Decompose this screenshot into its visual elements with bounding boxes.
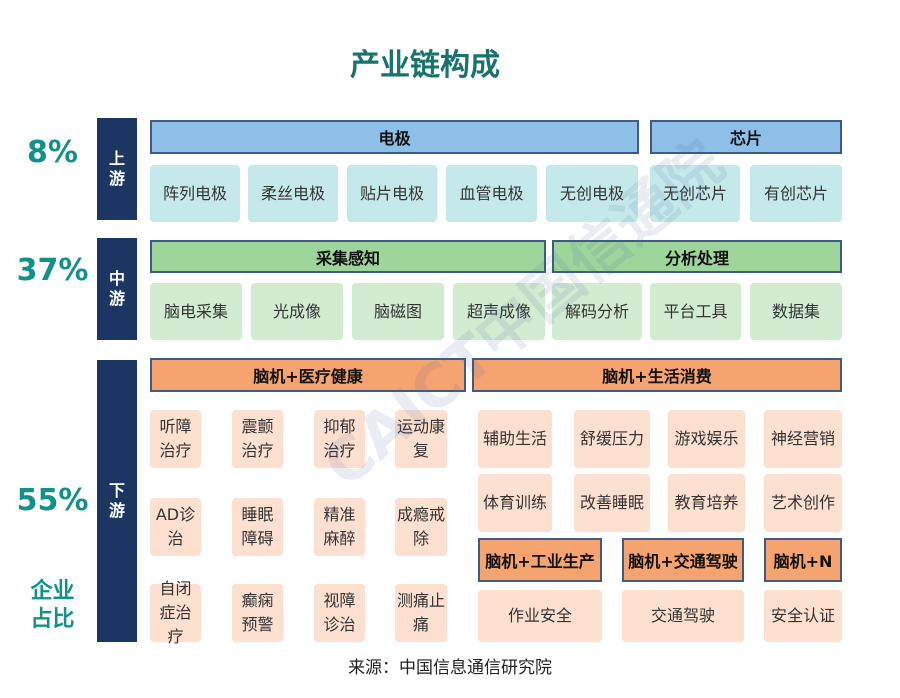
medical-item: 抑郁治疗	[314, 410, 365, 468]
header-industry: 脑机+工业生产	[478, 538, 602, 582]
life-item: 艺术创作	[764, 474, 842, 532]
upstream-percent: 8%	[27, 134, 78, 170]
medical-item: 听障治疗	[150, 410, 201, 468]
medical-item: 震颤治疗	[232, 410, 283, 468]
header-analysis: 分析处理	[552, 240, 842, 273]
header-chip: 芯片	[650, 120, 842, 154]
header-traffic: 脑机+交通驾驶	[622, 538, 744, 582]
life-item: 教育培养	[668, 474, 745, 532]
header-medical: 脑机+医疗健康	[150, 358, 466, 392]
source-note: 来源：中国信息通信研究院	[348, 657, 552, 678]
upstream-label: 上 游	[97, 118, 137, 220]
life-item: 舒缓压力	[574, 410, 650, 468]
traffic-item: 交通驾驶	[622, 590, 744, 642]
medical-item: 自闭症治疗	[150, 579, 201, 646]
upstream-item: 有创芯片	[750, 165, 842, 222]
downstream-label: 下 游	[97, 360, 137, 642]
midstream-item: 解码分析	[552, 283, 642, 340]
upstream-item: 贴片电极	[347, 165, 437, 222]
midstream-item: 超声成像	[453, 283, 545, 340]
midstream-percent: 37%	[16, 252, 89, 288]
page-title: 产业链构成	[350, 48, 500, 83]
upstream-item: 血管电极	[446, 165, 537, 222]
upstream-item: 柔丝电极	[248, 165, 338, 222]
medical-item: 睡眠障碍	[232, 498, 283, 556]
midstream-item: 平台工具	[650, 283, 741, 340]
header-other: 脑机+N	[764, 538, 842, 582]
upstream-item: 无创电极	[546, 165, 638, 222]
life-item: 神经营销	[764, 410, 842, 468]
medical-item: 精准麻醉	[314, 498, 365, 556]
medical-item: 成瘾戒除	[395, 498, 447, 556]
upstream-item: 阵列电极	[150, 165, 240, 222]
header-life: 脑机+生活消费	[472, 358, 842, 392]
midstream-label: 中 游	[97, 238, 137, 340]
life-item: 游戏娱乐	[668, 410, 745, 468]
life-item: 改善睡眠	[574, 474, 650, 532]
industry-item: 作业安全	[478, 590, 602, 642]
downstream-percent: 55%	[16, 482, 89, 518]
midstream-item: 脑磁图	[352, 283, 444, 340]
midstream-item: 光成像	[251, 283, 343, 340]
midstream-item: 脑电采集	[150, 283, 242, 340]
other-item: 安全认证	[764, 590, 842, 642]
medical-item: 癫痫预警	[232, 584, 283, 642]
medical-item: 测痛止痛	[395, 584, 447, 642]
life-item: 辅助生活	[478, 410, 552, 468]
share-label: 企业 占比	[30, 579, 75, 632]
medical-item: 运动康复	[395, 410, 447, 468]
medical-item: AD诊治	[150, 498, 201, 556]
upstream-item: 无创芯片	[650, 165, 740, 222]
midstream-item: 数据集	[750, 283, 842, 340]
header-electrode: 电极	[150, 120, 639, 154]
header-acquisition: 采集感知	[150, 240, 546, 273]
life-item: 体育训练	[478, 474, 552, 532]
medical-item: 视障诊治	[314, 584, 365, 642]
